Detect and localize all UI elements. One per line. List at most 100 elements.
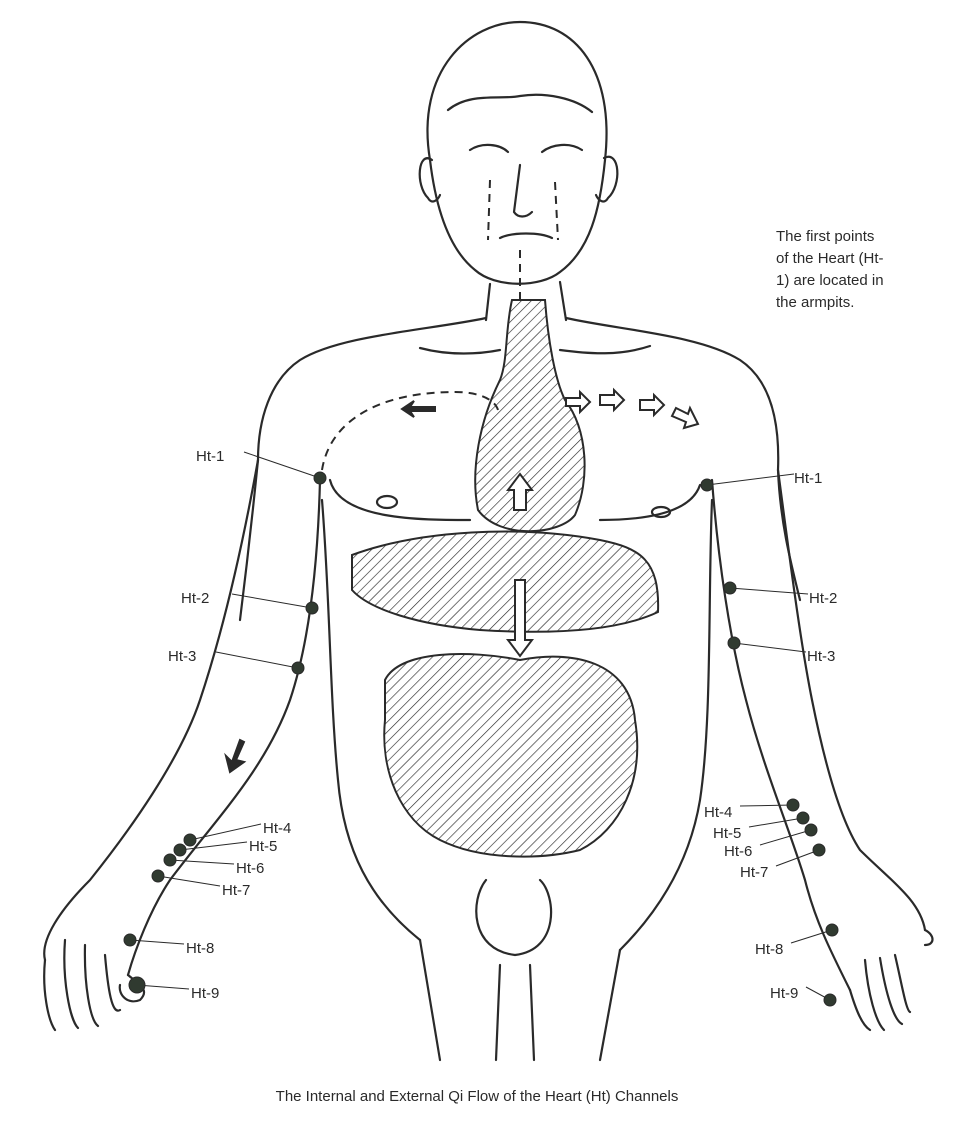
- left-hand: [43, 938, 146, 1032]
- right-label-ht-1: Ht-1: [794, 470, 822, 487]
- flow-arrow: [224, 738, 247, 774]
- right-nipple: [650, 505, 672, 519]
- left-leader-line: [215, 651, 299, 669]
- right-hand: [848, 928, 934, 1032]
- right-point-ht-7: [812, 843, 826, 857]
- right-arm-outer: [776, 468, 927, 932]
- left-label-ht-4: Ht-4: [263, 820, 291, 837]
- right-label-ht-9: Ht-9: [770, 985, 798, 1002]
- right-leader-line: [790, 929, 833, 944]
- chest-line: [328, 478, 702, 522]
- left-leader-line: [169, 859, 235, 865]
- right-leader-line: [733, 642, 807, 653]
- right-point-ht-1: [700, 478, 714, 492]
- left-leader-line: [129, 939, 185, 945]
- right-label-ht-2: Ht-2: [809, 590, 837, 607]
- left-leader-line: [136, 984, 190, 990]
- flow-arrow: [506, 472, 534, 511]
- right-point-ht-4: [786, 798, 800, 812]
- left-arm-inner: [126, 478, 322, 977]
- left-label-ht-8: Ht-8: [186, 940, 214, 957]
- left-label-ht-9: Ht-9: [191, 985, 219, 1002]
- left-leg: [418, 938, 502, 1062]
- left-point-ht-7: [151, 869, 165, 883]
- right-point-ht-5: [796, 811, 810, 825]
- flow-arrow: [565, 389, 592, 415]
- right-label-ht-8: Ht-8: [755, 941, 783, 958]
- left-point-ht-4: [183, 833, 197, 847]
- right-ear: [594, 155, 619, 203]
- head-outline: [426, 20, 608, 285]
- right-leader-line: [729, 587, 809, 595]
- left-arm-outer: [43, 458, 260, 962]
- left-point-ht-1: [313, 471, 327, 485]
- left-brow: [468, 143, 510, 154]
- heart-organ: [474, 299, 586, 533]
- left-label-ht-6: Ht-6: [236, 860, 264, 877]
- right-leg: [528, 948, 622, 1062]
- face-pathway: [487, 179, 559, 300]
- note-line: 1) are located in: [776, 272, 884, 289]
- right-label-ht-6: Ht-6: [724, 843, 752, 860]
- nose: [512, 163, 534, 218]
- intestine-organ: [383, 653, 639, 858]
- right-point-ht-9: [823, 993, 837, 1007]
- mouth: [498, 232, 554, 240]
- left-leader-line: [231, 593, 313, 609]
- armpit-note: The first points of the Heart (Ht- 1) ar…: [776, 226, 936, 314]
- left-label-ht-5: Ht-5: [249, 838, 277, 855]
- left-point-ht-6: [163, 853, 177, 867]
- note-line: the armpits.: [776, 294, 855, 311]
- right-leader-line: [706, 473, 795, 486]
- left-label-ht-1: Ht-1: [196, 448, 224, 465]
- left-leader-line: [189, 823, 262, 841]
- collar-line: [418, 344, 652, 355]
- right-point-ht-8: [825, 923, 839, 937]
- figure-caption: The Internal and External Qi Flow of the…: [275, 1088, 679, 1105]
- right-leader-line: [748, 817, 804, 828]
- neck: [484, 280, 568, 322]
- flow-arrow: [599, 387, 626, 413]
- right-point-ht-2: [723, 581, 737, 595]
- right-leader-line: [739, 804, 794, 807]
- note-line: The first points: [776, 228, 875, 245]
- left-leader-line: [243, 451, 321, 479]
- right-label-ht-3: Ht-3: [807, 648, 835, 665]
- left-point-ht-8: [123, 933, 137, 947]
- right-label-ht-4: Ht-4: [704, 804, 732, 821]
- left-leader-line: [157, 875, 221, 887]
- left-nipple: [375, 494, 399, 510]
- left-label-ht-2: Ht-2: [181, 590, 209, 607]
- left-waist: [320, 498, 422, 942]
- left-label-ht-3: Ht-3: [168, 648, 196, 665]
- note-line: of the Heart (Ht-: [776, 250, 884, 267]
- flow-arrow: [639, 392, 666, 418]
- left-leader-line: [179, 841, 248, 851]
- right-leader-line: [759, 829, 812, 846]
- right-label-ht-5: Ht-5: [713, 825, 741, 842]
- right-leader-line: [775, 849, 820, 867]
- left-point-ht-2: [305, 601, 319, 615]
- left-point-ht-5: [173, 843, 187, 857]
- liver-organ: [351, 530, 660, 633]
- groin: [475, 878, 553, 957]
- right-point-ht-6: [804, 823, 818, 837]
- flow-arrow: [506, 579, 534, 658]
- flow-arrow: [670, 405, 700, 430]
- right-waist: [618, 498, 714, 952]
- right-point-ht-3: [727, 636, 741, 650]
- right-label-ht-7: Ht-7: [740, 864, 768, 881]
- left-label-ht-7: Ht-7: [222, 882, 250, 899]
- left-ear: [418, 157, 442, 203]
- left-lung-pathway: [321, 390, 499, 471]
- left-shoulder: [238, 316, 488, 622]
- flow-arrow: [400, 400, 436, 418]
- left-point-ht-9: [128, 976, 146, 994]
- right-arm-inner: [710, 478, 852, 992]
- right-brow: [540, 143, 584, 154]
- hairline: [446, 93, 594, 114]
- left-point-ht-3: [291, 661, 305, 675]
- right-shoulder: [564, 316, 802, 602]
